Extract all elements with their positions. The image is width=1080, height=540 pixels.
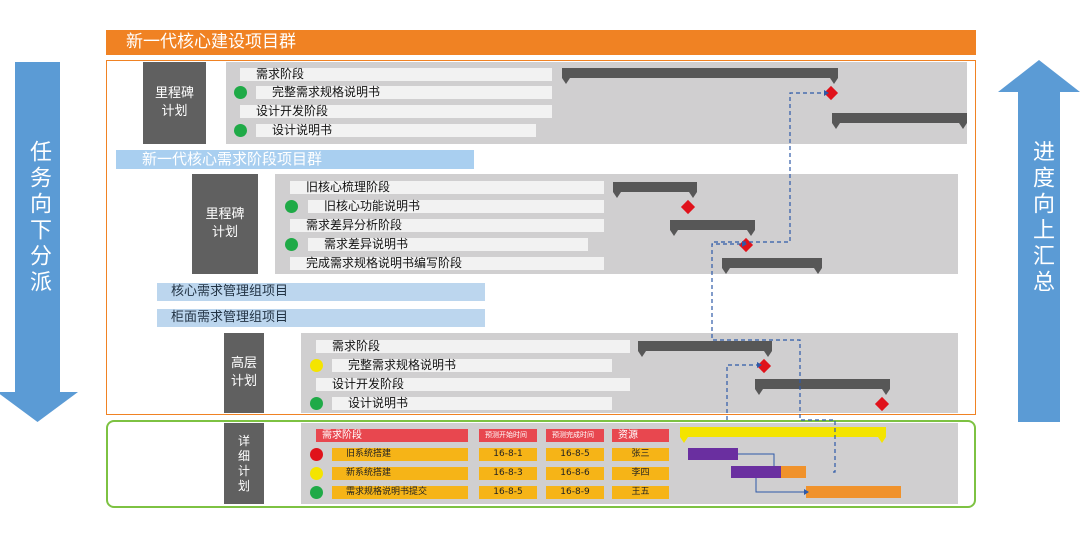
detail-start: 16-8-1 xyxy=(479,448,537,461)
detail-header-end: 预测完成时间 xyxy=(546,429,604,442)
detail-plan-frame xyxy=(106,420,976,508)
detail-end: 16-8-6 xyxy=(546,467,604,480)
detail-side-label: 详细计划 xyxy=(224,423,264,504)
s2-row-2: 旧核心功能说明书 xyxy=(308,200,604,213)
s2-row-3: 需求差异分析阶段 xyxy=(290,219,604,232)
right-arrow-text: 进度向上汇总 xyxy=(1029,140,1054,296)
detail-end: 16-8-9 xyxy=(546,486,604,499)
section2-side-label: 里程碑计划 xyxy=(192,174,258,274)
status-dot-red xyxy=(310,448,323,461)
gantt-bar xyxy=(638,341,772,357)
s3-row-4: 设计说明书 xyxy=(332,397,612,410)
detail-end: 16-8-5 xyxy=(546,448,604,461)
detail-task: 新系统搭建 xyxy=(332,467,468,480)
s3-row-3: 设计开发阶段 xyxy=(316,378,630,391)
gantt-bar xyxy=(670,220,755,236)
project-group-frame xyxy=(106,60,976,415)
gantt-bar xyxy=(722,258,822,274)
detail-gantt xyxy=(680,427,901,498)
detail-owner: 李四 xyxy=(612,467,669,480)
status-dot-green xyxy=(285,200,298,213)
detail-task: 需求规格说明书提交 xyxy=(332,486,468,499)
gantt-bar xyxy=(562,68,838,84)
detail-header-task: 需求阶段 xyxy=(316,429,468,442)
gantt-bar xyxy=(613,182,697,198)
detail-owner: 王五 xyxy=(612,486,669,499)
s1-row-2: 完整需求规格说明书 xyxy=(256,86,552,99)
status-dot-green xyxy=(234,86,247,99)
status-dot-yellow xyxy=(310,467,323,480)
section3-side-label: 高层计划 xyxy=(224,333,264,413)
s2-row-4: 需求差异说明书 xyxy=(308,238,588,251)
down-arrow xyxy=(0,62,78,422)
gantt-bar xyxy=(755,379,890,395)
page-title: 新一代核心建设项目群 xyxy=(106,30,976,55)
detail-start: 16-8-3 xyxy=(479,467,537,480)
section1-side-label: 里程碑计划 xyxy=(143,62,206,144)
detail-header-start: 预测开始时间 xyxy=(479,429,537,442)
s2-row-5: 完成需求规格说明书编写阶段 xyxy=(290,257,604,270)
left-arrow-text: 任务向下分派 xyxy=(26,140,51,296)
status-dot-yellow xyxy=(310,359,323,372)
detail-owner: 张三 xyxy=(612,448,669,461)
status-dot-green xyxy=(234,124,247,137)
s3-row-2: 完整需求规格说明书 xyxy=(332,359,612,372)
detail-header-owner: 资源 xyxy=(612,429,669,442)
status-dot-green xyxy=(310,486,323,499)
s1-row-4: 设计说明书 xyxy=(256,124,536,137)
group-header-core: 核心需求管理组项目 xyxy=(157,283,485,301)
detail-task: 旧系统搭建 xyxy=(332,448,468,461)
s1-row-3: 设计开发阶段 xyxy=(240,105,552,118)
s1-row-1: 需求阶段 xyxy=(240,68,552,81)
gantt-bar xyxy=(832,113,967,129)
detail-start: 16-8-5 xyxy=(479,486,537,499)
subgroup-header: 新一代核心需求阶段项目群 xyxy=(116,150,474,169)
s2-row-1: 旧核心梳理阶段 xyxy=(290,181,604,194)
up-arrow xyxy=(998,60,1080,422)
status-dot-green xyxy=(310,397,323,410)
s3-row-1: 需求阶段 xyxy=(316,340,630,353)
status-dot-green xyxy=(285,238,298,251)
group-header-counter: 柜面需求管理组项目 xyxy=(157,309,485,327)
